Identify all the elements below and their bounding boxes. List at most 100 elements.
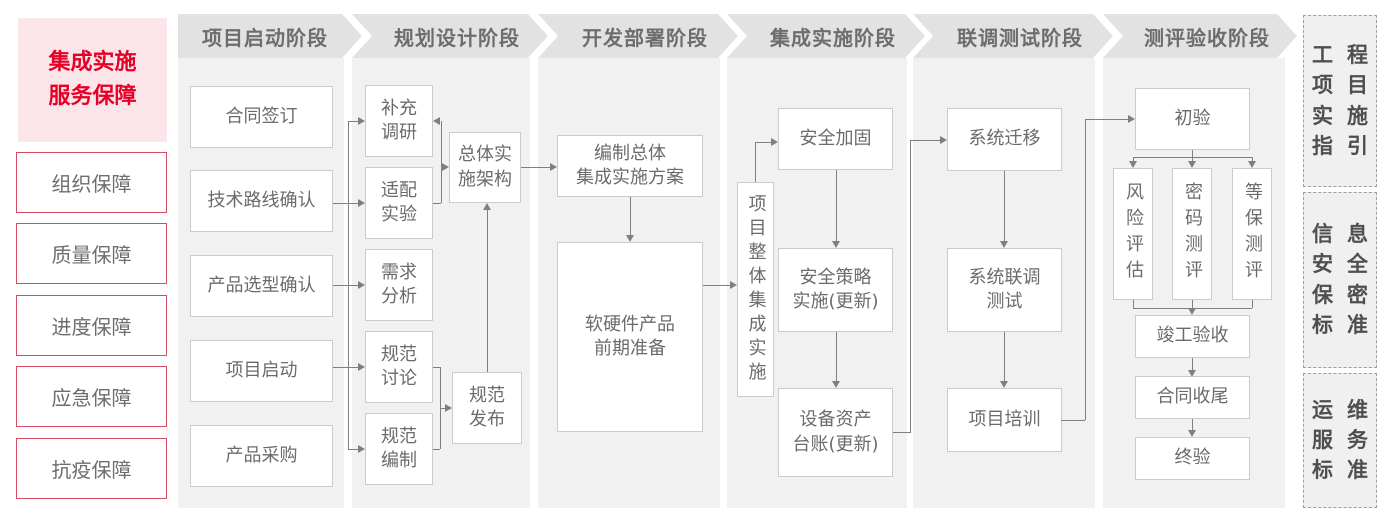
connector-line xyxy=(630,197,631,236)
connector-line xyxy=(893,432,910,433)
flow-box-crypto-testing: 密码测评 xyxy=(1172,168,1212,300)
standard-row: 实施 xyxy=(1312,103,1382,128)
connector-line xyxy=(348,285,359,286)
assurance-item-epidemic: 抗疫保障 xyxy=(16,438,167,499)
connector-line xyxy=(1192,157,1193,162)
arrowhead-r-icon xyxy=(1128,115,1135,123)
connector-line xyxy=(703,285,730,286)
phase-header-integration: 集成实施阶段 xyxy=(727,14,925,58)
flow-box-adaptation-test: 适配 实验 xyxy=(365,167,433,239)
connector-line xyxy=(1004,332,1005,381)
flow-box-product-selection: 产品选型确认 xyxy=(190,255,333,317)
phase-header-planning: 规划设计阶段 xyxy=(352,14,548,58)
connector-line xyxy=(487,210,488,372)
connector-line xyxy=(1085,119,1086,420)
connector-line xyxy=(910,140,940,141)
connector-line xyxy=(755,142,771,143)
arrowhead-d-icon xyxy=(1188,308,1196,315)
arrowhead-r-icon xyxy=(358,117,365,125)
arrowhead-u-icon xyxy=(483,203,491,210)
flow-box-spec-drafting: 规范 编制 xyxy=(365,413,433,485)
connector-line xyxy=(755,142,756,182)
arrowhead-d-icon xyxy=(1188,430,1196,437)
phase-header-development: 开发部署阶段 xyxy=(538,14,738,58)
arrowhead-r-icon xyxy=(730,281,737,289)
arrowhead-r-icon xyxy=(940,136,947,144)
standard-row: 安全 xyxy=(1312,252,1382,277)
arrowhead-r-icon xyxy=(771,138,778,146)
standard-row: 服务 xyxy=(1312,427,1382,452)
flow-box-system-joint-debugging: 系统联调 测试 xyxy=(947,248,1062,332)
flow-box-security-policy-update: 安全策略 实施(更新) xyxy=(778,248,893,332)
arrowhead-d-icon xyxy=(1188,161,1196,168)
arrowhead-d-icon xyxy=(1248,161,1256,168)
connector-line xyxy=(440,408,446,409)
connector-line xyxy=(433,203,441,204)
connector-line xyxy=(348,367,359,368)
flow-box-project-training: 项目培训 xyxy=(947,388,1062,452)
connector-line xyxy=(1085,119,1128,120)
diagram-title-line: 服务保障 xyxy=(48,84,137,109)
connector-line xyxy=(836,170,837,241)
arrowhead-r-icon xyxy=(442,163,449,171)
arrowhead-d-icon xyxy=(1000,241,1008,248)
connector-line xyxy=(836,332,837,381)
assurance-item-organization: 组织保障 xyxy=(16,152,167,213)
connector-line xyxy=(1192,150,1193,157)
diagram-title-line: 集成实施 xyxy=(48,49,137,75)
flow-box-completion-acceptance: 竣工验收 xyxy=(1135,315,1250,358)
connector-line xyxy=(1192,300,1193,308)
connector-line xyxy=(441,121,442,203)
flow-box-supplementary-research: 补充 调研 xyxy=(365,85,433,157)
assurance-item-quality: 质量保障 xyxy=(16,223,167,284)
connector-line xyxy=(333,367,348,368)
arrowhead-r-icon xyxy=(358,281,365,289)
flow-box-project-overall-integration: 项目整体集成实施 xyxy=(737,182,774,397)
arrowhead-d-icon xyxy=(1188,370,1196,377)
standard-row: 运维 xyxy=(1312,397,1382,422)
standard-row: 指引 xyxy=(1312,133,1382,158)
arrowhead-l-icon xyxy=(433,117,440,125)
arrowhead-d-icon xyxy=(1000,381,1008,388)
flow-box-contract-signing: 合同签订 xyxy=(190,86,333,148)
flow-box-final-acceptance: 终验 xyxy=(1135,437,1250,480)
connector-line xyxy=(1133,157,1134,162)
connector-line xyxy=(1061,420,1085,421)
arrowhead-d-icon xyxy=(626,235,634,242)
connector-line xyxy=(1004,171,1005,241)
standard-project-implementation-guide: 工程 项目 实施 指引 xyxy=(1303,15,1377,187)
flow-box-security-hardening: 安全加固 xyxy=(778,108,893,170)
connector-line xyxy=(348,449,359,450)
standard-info-security-confidentiality: 信息 安全 保密 标准 xyxy=(1303,192,1377,368)
connector-line xyxy=(1133,300,1134,308)
standard-row: 项目 xyxy=(1312,73,1382,98)
flow-box-mlps-testing: 等保测评 xyxy=(1232,168,1272,300)
assurance-item-schedule: 进度保障 xyxy=(16,295,167,356)
arrowhead-r-icon xyxy=(358,199,365,207)
connector-line xyxy=(1252,157,1253,162)
arrowhead-d-icon xyxy=(832,381,840,388)
connector-line xyxy=(333,285,348,286)
flow-box-requirement-analysis: 需求 分析 xyxy=(365,249,433,321)
standard-row: 标准 xyxy=(1312,312,1382,337)
flow-box-hw-sw-preparation: 软硬件产品 前期准备 xyxy=(557,242,703,432)
standard-row: 工程 xyxy=(1312,43,1382,68)
flow-box-asset-ledger-update: 设备资产 台账(更新) xyxy=(778,388,893,477)
phase-header-kickoff: 项目启动阶段 xyxy=(178,14,362,58)
assurance-item-emergency: 应急保障 xyxy=(16,366,167,427)
standard-row: 保密 xyxy=(1312,282,1382,307)
flow-box-project-kickoff: 项目启动 xyxy=(190,340,333,402)
connector-line xyxy=(1192,419,1193,430)
connector-line xyxy=(521,167,550,168)
diagram-title: 集成实施 服务保障 xyxy=(18,18,167,142)
standard-row: 信息 xyxy=(1312,222,1382,247)
connector-line xyxy=(348,121,359,122)
arrowhead-r-icon xyxy=(358,363,365,371)
flow-box-overall-integration-plan: 编制总体 集成实施方案 xyxy=(557,135,703,197)
connector-line xyxy=(333,203,348,204)
arrowhead-d-icon xyxy=(832,241,840,248)
flow-box-contract-closure: 合同收尾 xyxy=(1135,376,1250,419)
flow-box-system-migration: 系统迁移 xyxy=(947,108,1062,171)
standard-row: 标准 xyxy=(1312,458,1382,483)
